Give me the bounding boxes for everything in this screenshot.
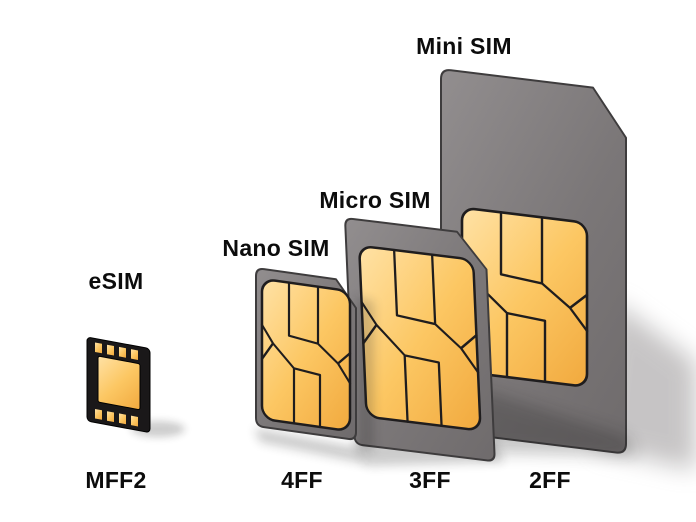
label-nano-sim: Nano SIM (222, 235, 330, 261)
nano-sim-cast-shadow (356, 296, 374, 452)
label-micro-sim: Micro SIM (319, 187, 431, 213)
nano-sim-ground-shadow (254, 428, 366, 464)
label-mini-sim: Mini SIM (416, 33, 512, 59)
nano-sim-contact-pad (260, 279, 352, 431)
label-esim: eSIM (88, 268, 144, 294)
mini-sim-contact-pad (460, 207, 589, 387)
micro-sim-contact-pad (358, 245, 482, 431)
nano-sim-card-graphic (255, 267, 357, 441)
label-form-factor-4ff: 4FF (281, 467, 323, 493)
esim-chip-pins-bottom (95, 408, 138, 427)
esim-chip-center-pad (97, 355, 141, 410)
label-form-factor-mff2: MFF2 (85, 467, 147, 493)
esim-chip-graphic (86, 337, 151, 433)
micro-sim-cast-shadow (468, 385, 636, 456)
label-form-factor-3ff: 3FF (409, 467, 451, 493)
label-form-factor-2ff: 2FF (529, 467, 571, 493)
esim-chip-pins-top (95, 342, 138, 360)
